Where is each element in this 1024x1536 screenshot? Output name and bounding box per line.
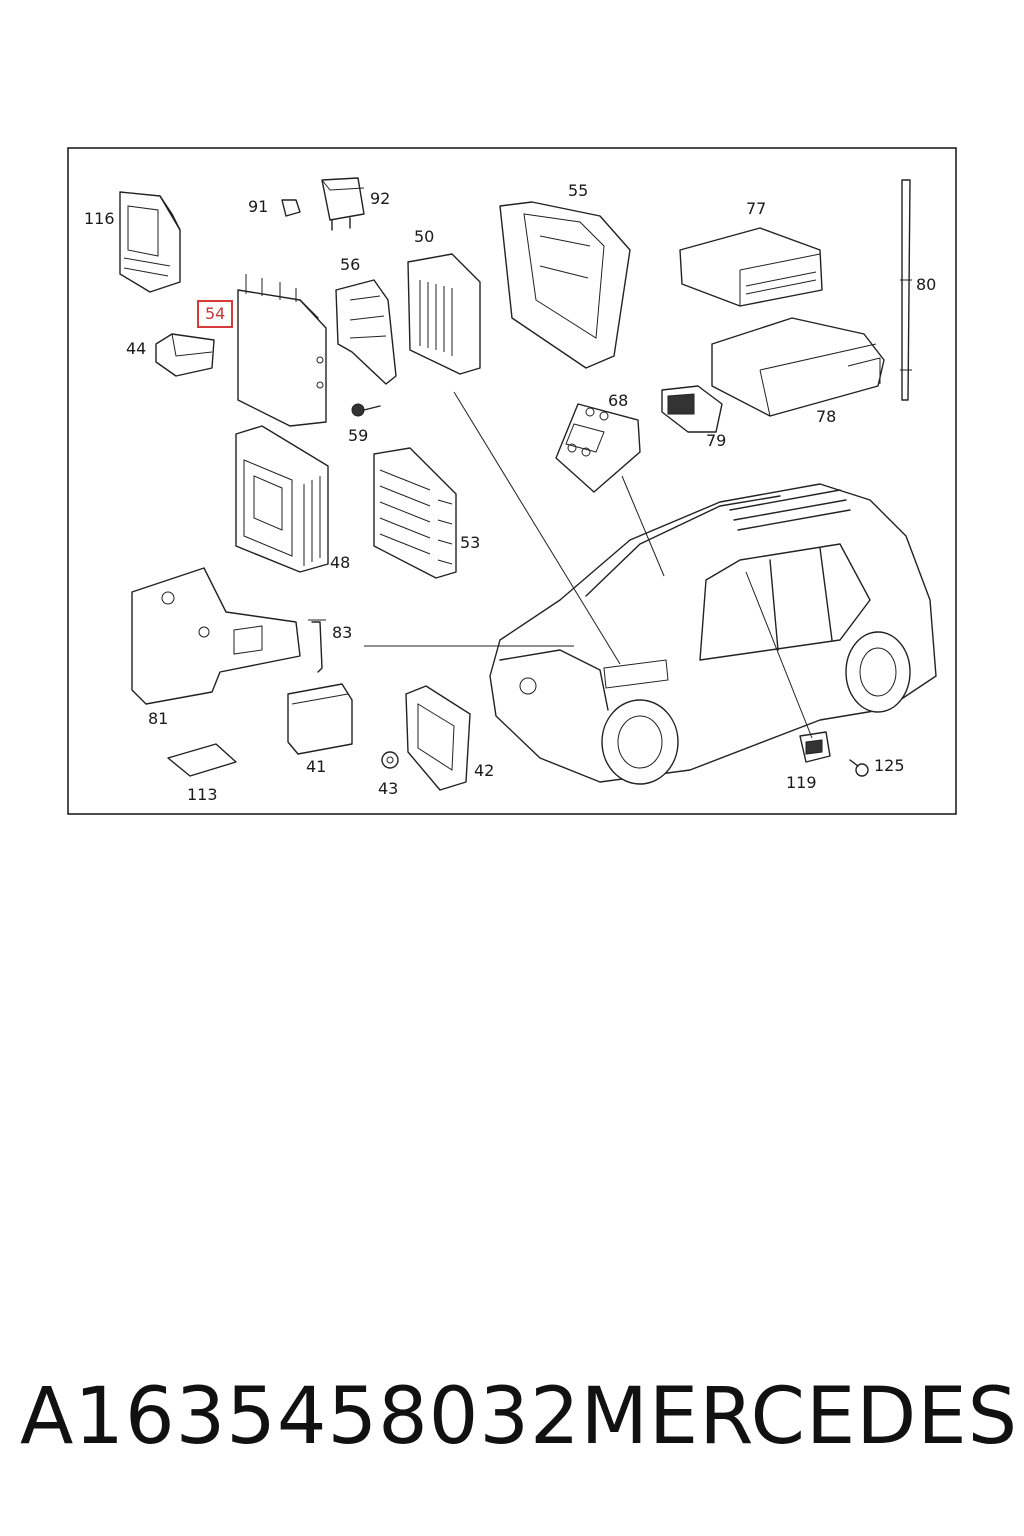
part-55-holder: [499, 201, 631, 369]
part-44-module: [155, 333, 215, 377]
part-80-antenna: [900, 179, 912, 401]
callout-79: 79: [706, 431, 727, 450]
callout-119: 119: [786, 773, 817, 792]
callout-116: 116: [84, 209, 115, 228]
callout-54-highlighted: 54: [197, 300, 234, 328]
diagram-frame: [67, 147, 957, 815]
callout-43: 43: [378, 779, 399, 798]
vehicle-outline: [489, 483, 937, 785]
part-number: A1635458032: [20, 1372, 581, 1462]
part-83-clip: [308, 619, 326, 673]
part-54-engine-control-unit: [237, 274, 327, 427]
callout-125: 125: [874, 756, 905, 775]
part-92-relay: [321, 177, 365, 231]
part-79-connector: [661, 385, 723, 433]
callout-55: 55: [568, 181, 589, 200]
callout-77: 77: [746, 199, 767, 218]
callout-81: 81: [148, 709, 169, 728]
part-81-bracket: [131, 567, 301, 705]
callout-113: 113: [187, 785, 218, 804]
callout-68: 68: [608, 391, 629, 410]
callout-48: 48: [330, 553, 351, 572]
part-113-bracket: [167, 743, 237, 777]
callout-80: 80: [916, 275, 937, 294]
part-125-bolt: [849, 759, 869, 777]
part-116-control-unit: [119, 191, 181, 293]
part-41-module: [287, 683, 353, 755]
callout-78: 78: [816, 407, 837, 426]
part-48-control-unit: [235, 425, 329, 573]
callout-91: 91: [248, 197, 269, 216]
callout-44: 44: [126, 339, 147, 358]
part-50-amplifier: [407, 253, 481, 375]
callout-41: 41: [306, 757, 327, 776]
callout-83: 83: [332, 623, 353, 642]
callout-59: 59: [348, 426, 369, 445]
part-78-module: [711, 317, 885, 417]
callout-42: 42: [474, 761, 495, 780]
leader-lines: [364, 391, 813, 739]
part-91-fuse: [281, 199, 301, 217]
footer: A1635458032 MERCEDES: [20, 1372, 1017, 1462]
part-68-control-panel: [555, 403, 641, 493]
part-43-nut: [381, 751, 399, 769]
part-53-control-unit: [373, 447, 457, 579]
part-56-bracket: [335, 279, 397, 385]
part-119-sensor: [799, 731, 831, 763]
part-59-screw: [351, 403, 381, 417]
callout-53: 53: [460, 533, 481, 552]
callout-50: 50: [414, 227, 435, 246]
callout-92: 92: [370, 189, 391, 208]
part-77-module: [679, 227, 823, 307]
callout-56: 56: [340, 255, 361, 274]
part-42-module: [405, 685, 471, 791]
brand-name: MERCEDES: [580, 1372, 1019, 1462]
